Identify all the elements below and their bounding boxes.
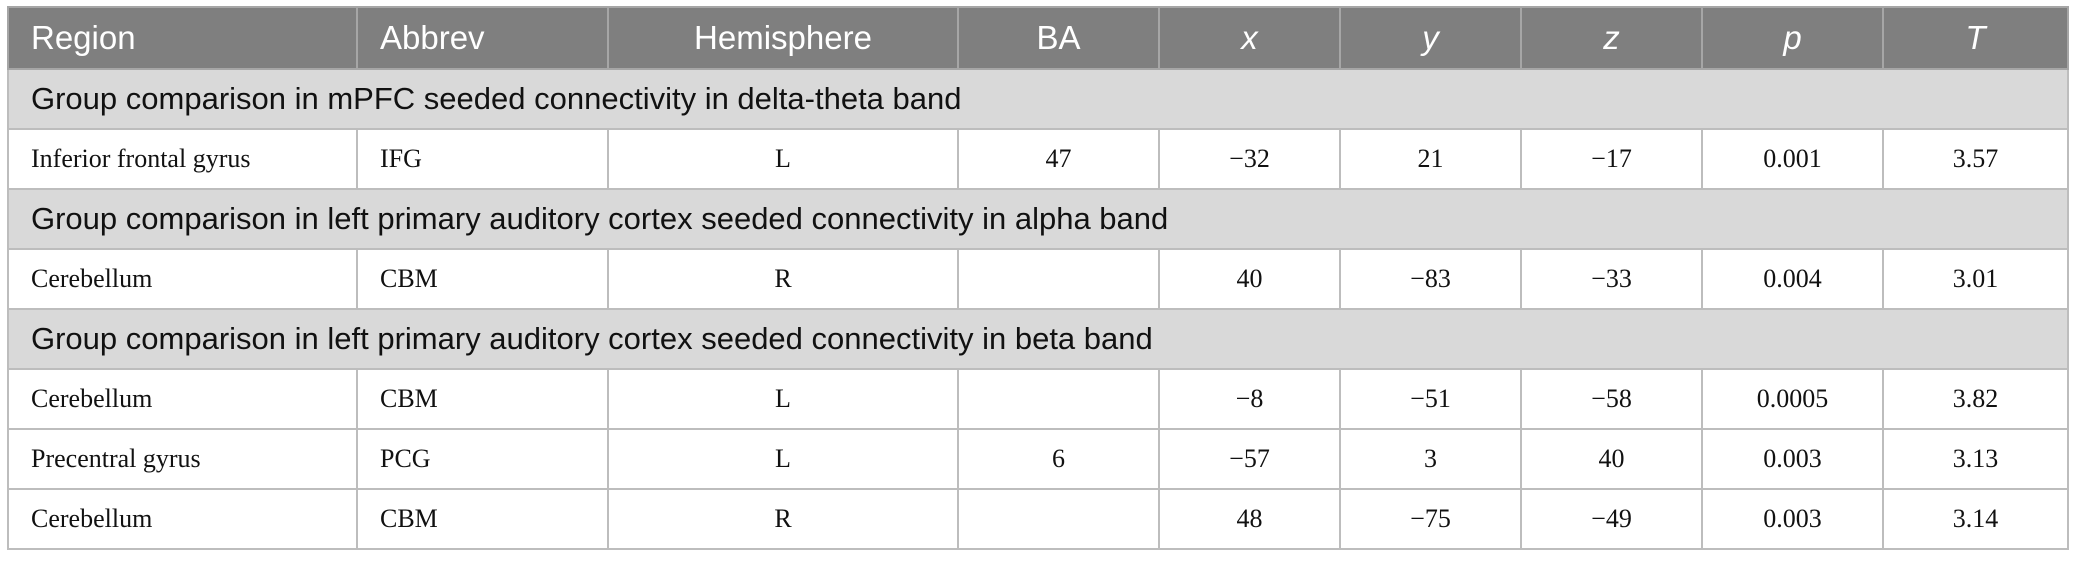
cell-abbrev: IFG xyxy=(356,128,609,190)
cell-abbrev: CBM xyxy=(356,488,609,550)
cell-ba xyxy=(957,488,1160,550)
section-title: Group comparison in left primary auditor… xyxy=(7,188,2069,250)
header-z: z xyxy=(1520,6,1703,70)
section-row: Group comparison in left primary auditor… xyxy=(7,308,2069,370)
cell-region: Cerebellum xyxy=(7,248,358,310)
cell-t: 3.01 xyxy=(1882,248,2069,310)
header-y: y xyxy=(1339,6,1522,70)
cell-y: −51 xyxy=(1339,368,1522,430)
cell-hemisphere: L xyxy=(607,428,959,490)
cell-p: 0.004 xyxy=(1701,248,1884,310)
header-abbrev: Abbrev xyxy=(356,6,609,70)
header-hemisphere: Hemisphere xyxy=(607,6,959,70)
cell-ba xyxy=(957,248,1160,310)
cell-p: 0.003 xyxy=(1701,428,1884,490)
cell-abbrev: CBM xyxy=(356,248,609,310)
header-t: T xyxy=(1882,6,2069,70)
cell-hemisphere: L xyxy=(607,128,959,190)
header-p: p xyxy=(1701,6,1884,70)
cell-hemisphere: R xyxy=(607,488,959,550)
section-title: Group comparison in left primary auditor… xyxy=(7,308,2069,370)
cell-x: −57 xyxy=(1158,428,1341,490)
cell-z: −17 xyxy=(1520,128,1703,190)
section-title: Group comparison in mPFC seeded connecti… xyxy=(7,68,2069,130)
header-x: x xyxy=(1158,6,1341,70)
cell-ba: 6 xyxy=(957,428,1160,490)
cell-region: Cerebellum xyxy=(7,368,358,430)
table-row: Precentral gyrus PCG L 6 −57 3 40 0.003 … xyxy=(7,428,2069,490)
cell-ba: 47 xyxy=(957,128,1160,190)
results-table: Region Abbrev Hemisphere BA x y z p T Gr… xyxy=(7,6,2069,550)
cell-y: −83 xyxy=(1339,248,1522,310)
cell-abbrev: CBM xyxy=(356,368,609,430)
section-row: Group comparison in mPFC seeded connecti… xyxy=(7,68,2069,130)
cell-t: 3.13 xyxy=(1882,428,2069,490)
header-region: Region xyxy=(7,6,358,70)
cell-z: −58 xyxy=(1520,368,1703,430)
cell-z: 40 xyxy=(1520,428,1703,490)
cell-hemisphere: L xyxy=(607,368,959,430)
cell-ba xyxy=(957,368,1160,430)
cell-y: 21 xyxy=(1339,128,1522,190)
table-row: Cerebellum CBM L −8 −51 −58 0.0005 3.82 xyxy=(7,368,2069,430)
section-row: Group comparison in left primary auditor… xyxy=(7,188,2069,250)
cell-region: Precentral gyrus xyxy=(7,428,358,490)
cell-abbrev: PCG xyxy=(356,428,609,490)
header-ba: BA xyxy=(957,6,1160,70)
cell-x: 40 xyxy=(1158,248,1341,310)
cell-t: 3.57 xyxy=(1882,128,2069,190)
table-header-row: Region Abbrev Hemisphere BA x y z p T xyxy=(7,6,2069,70)
cell-region: Inferior frontal gyrus xyxy=(7,128,358,190)
cell-x: 48 xyxy=(1158,488,1341,550)
cell-x: −8 xyxy=(1158,368,1341,430)
table-row: Cerebellum CBM R 48 −75 −49 0.003 3.14 xyxy=(7,488,2069,550)
table-row: Cerebellum CBM R 40 −83 −33 0.004 3.01 xyxy=(7,248,2069,310)
results-table-container: Region Abbrev Hemisphere BA x y z p T Gr… xyxy=(7,6,2069,550)
cell-y: −75 xyxy=(1339,488,1522,550)
cell-t: 3.82 xyxy=(1882,368,2069,430)
table-row: Inferior frontal gyrus IFG L 47 −32 21 −… xyxy=(7,128,2069,190)
cell-p: 0.001 xyxy=(1701,128,1884,190)
cell-z: −33 xyxy=(1520,248,1703,310)
cell-t: 3.14 xyxy=(1882,488,2069,550)
cell-hemisphere: R xyxy=(607,248,959,310)
cell-z: −49 xyxy=(1520,488,1703,550)
cell-p: 0.0005 xyxy=(1701,368,1884,430)
cell-p: 0.003 xyxy=(1701,488,1884,550)
cell-y: 3 xyxy=(1339,428,1522,490)
cell-x: −32 xyxy=(1158,128,1341,190)
cell-region: Cerebellum xyxy=(7,488,358,550)
